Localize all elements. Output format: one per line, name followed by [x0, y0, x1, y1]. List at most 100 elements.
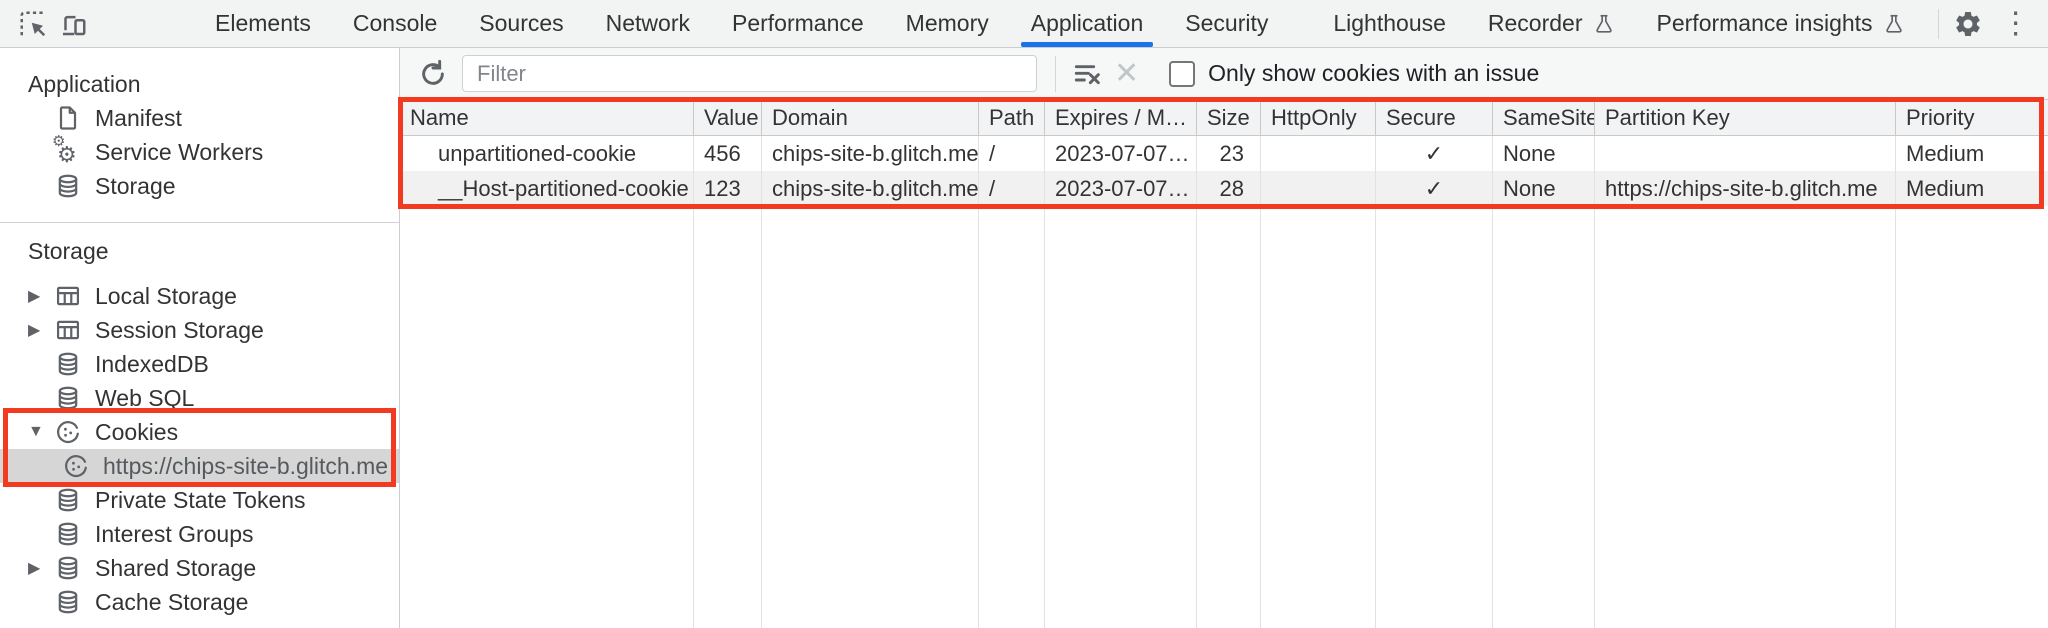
cookie-row-cell-priority[interactable]: Medium	[1896, 136, 2048, 171]
more-icon: ⋮	[2000, 6, 2031, 40]
column-header-name[interactable]: Name	[400, 100, 694, 136]
disclosure-collapsed-icon[interactable]: ▶	[28, 560, 41, 577]
cookie-row-cell-samesite[interactable]: None	[1493, 136, 1595, 171]
cookie-row-cell-partition-key[interactable]	[1595, 136, 1896, 171]
column-header-httponly[interactable]: HttpOnly	[1261, 100, 1376, 136]
column-header-domain[interactable]: Domain	[762, 100, 979, 136]
disclosure-collapsed-icon[interactable]: ▶	[28, 288, 41, 305]
cookie-row-cell-path[interactable]: /	[979, 171, 1045, 206]
cookie-row-cell-value[interactable]: 123	[694, 171, 762, 206]
sidebar-item-indexeddb[interactable]: IndexedDB	[0, 347, 399, 381]
tab-performance-insights[interactable]: Performance insights	[1651, 0, 1911, 47]
database-icon	[58, 556, 78, 580]
sidebar-item-local-storage[interactable]: ▶ Local Storage	[0, 279, 399, 313]
cookie-row-cell-priority[interactable]: Medium	[1896, 171, 2048, 206]
column-header-value[interactable]: Value	[694, 100, 762, 136]
disclosure-expanded-icon[interactable]: ▼	[28, 423, 44, 440]
filter-input[interactable]	[462, 55, 1037, 92]
tab-label: Lighthouse	[1333, 10, 1446, 36]
tab-sources[interactable]: Sources	[473, 0, 569, 47]
sidebar-item-label: Local Storage	[95, 282, 237, 309]
sidebar-item-manifest[interactable]: Manifest	[0, 101, 399, 135]
cookie-row-cell-secure[interactable]: ✓	[1376, 136, 1493, 171]
cookie-row-cell-httponly[interactable]	[1261, 136, 1376, 171]
sidebar-item-label: Shared Storage	[95, 554, 257, 581]
sidebar-item-shared-storage[interactable]: ▶ Shared Storage	[0, 551, 399, 585]
refresh-button[interactable]	[414, 55, 452, 93]
cookie-row-cell-httponly[interactable]	[1261, 171, 1376, 206]
database-icon	[58, 386, 78, 410]
toggle-device-toolbar-button[interactable]	[58, 0, 88, 47]
cookie-row-cell-domain[interactable]: chips-site-b.glitch.me	[762, 136, 979, 171]
more-options-button[interactable]: ⋮	[1995, 6, 2037, 40]
cookie-row-cell-partition-key[interactable]: https://chips-site-b.glitch.me	[1595, 171, 1896, 206]
sidebar-item-storage[interactable]: Storage	[0, 169, 399, 203]
cookie-icon	[65, 455, 87, 478]
settings-button[interactable]	[1951, 9, 1985, 39]
cookie-row-cell-value[interactable]: 456	[694, 136, 762, 171]
sidebar-item-label: Session Storage	[95, 316, 264, 343]
database-icon	[58, 590, 78, 614]
sidebar-item-cache-storage[interactable]: Cache Storage	[0, 585, 399, 619]
tab-network[interactable]: Network	[600, 0, 696, 47]
tab-label: Performance	[732, 10, 864, 36]
tab-performance[interactable]: Performance	[726, 0, 870, 47]
cookie-row-cell-expires[interactable]: 2023-07-07…	[1045, 171, 1197, 206]
tabbar-right-controls: ⋮ ✕	[1926, 0, 2048, 47]
close-icon: ✕	[1114, 57, 1140, 90]
tab-console[interactable]: Console	[347, 0, 443, 47]
clear-filter-button[interactable]	[1068, 55, 1106, 93]
storage-tree: ▶ Local Storage ▶ Session Storage	[0, 279, 399, 619]
sidebar-item-service-workers[interactable]: ⚙ ⚙ Service Workers	[0, 134, 399, 169]
tab-application[interactable]: Application	[1020, 0, 1153, 47]
column-header-priority[interactable]: Priority	[1896, 100, 2048, 136]
column-header-path[interactable]: Path	[979, 100, 1045, 136]
sidebar-item-cookies[interactable]: ▼ Cookies	[0, 415, 399, 449]
cookie-row-cell-secure[interactable]: ✓	[1376, 171, 1493, 206]
tab-label: Network	[605, 10, 690, 36]
database-icon	[58, 174, 78, 198]
tab-recorder[interactable]: Recorder	[1482, 0, 1621, 47]
disclosure-collapsed-icon[interactable]: ▶	[28, 322, 41, 339]
sidebar-item-cookie-origin[interactable]: https://chips-site-b.glitch.me	[0, 449, 399, 483]
tab-security[interactable]: Security	[1179, 0, 1274, 47]
delete-cookie-button-disabled[interactable]: ✕	[1106, 56, 1147, 91]
table-grid-icon	[56, 320, 80, 340]
issue-filter-checkbox-label[interactable]: Only show cookies with an issue	[1208, 60, 1540, 86]
toolbar-divider	[1055, 55, 1056, 92]
cookie-row-cell-name[interactable]: __Host-partitioned-cookie	[400, 171, 694, 206]
sidebar-item-session-storage[interactable]: ▶ Session Storage	[0, 313, 399, 347]
close-devtools-button[interactable]: ✕	[2037, 9, 2048, 38]
column-header-secure[interactable]: Secure	[1376, 100, 1493, 136]
column-header-samesite[interactable]: SameSite	[1493, 100, 1595, 136]
tab-lighthouse[interactable]: Lighthouse	[1327, 0, 1452, 47]
cookie-row-cell-path[interactable]: /	[979, 136, 1045, 171]
cookie-row-cell-expires[interactable]: 2023-07-07…	[1045, 136, 1197, 171]
cookie-row-cell-size[interactable]: 28	[1197, 171, 1261, 206]
table-filler-cell	[400, 206, 694, 628]
column-header-partition-key[interactable]: Partition Key	[1595, 100, 1896, 136]
inspect-element-button[interactable]	[18, 0, 48, 47]
table-filler-cell	[1376, 206, 1493, 628]
cookie-row-cell-size[interactable]: 23	[1197, 136, 1261, 171]
cookie-row-cell-name[interactable]: unpartitioned-cookie	[400, 136, 694, 171]
clear-filter-icon	[1074, 64, 1100, 84]
sidebar-item-label: Manifest	[95, 104, 182, 131]
table-filler-cell	[1896, 206, 2048, 628]
sidebar-item-private-state-tokens[interactable]: Private State Tokens	[0, 483, 399, 517]
database-icon	[58, 352, 78, 376]
sidebar-item-interest-groups[interactable]: Interest Groups	[0, 517, 399, 551]
table-filler-cell	[694, 206, 762, 628]
inspect-cursor-icon	[20, 11, 46, 36]
tab-elements[interactable]: Elements	[209, 0, 317, 47]
tab-memory[interactable]: Memory	[900, 0, 995, 47]
sidebar-item-web-sql[interactable]: Web SQL	[0, 381, 399, 415]
column-header-size[interactable]: Size	[1197, 100, 1261, 136]
tab-label: Elements	[215, 10, 311, 36]
sidebar-item-label: Service Workers	[95, 138, 264, 165]
column-header-expires[interactable]: Expires / M…	[1045, 100, 1197, 136]
cookie-row-cell-domain[interactable]: chips-site-b.glitch.me	[762, 171, 979, 206]
cookie-row-cell-samesite[interactable]: None	[1493, 171, 1595, 206]
issue-filter-checkbox[interactable]	[1169, 60, 1196, 87]
tab-label: Performance insights	[1656, 10, 1873, 36]
